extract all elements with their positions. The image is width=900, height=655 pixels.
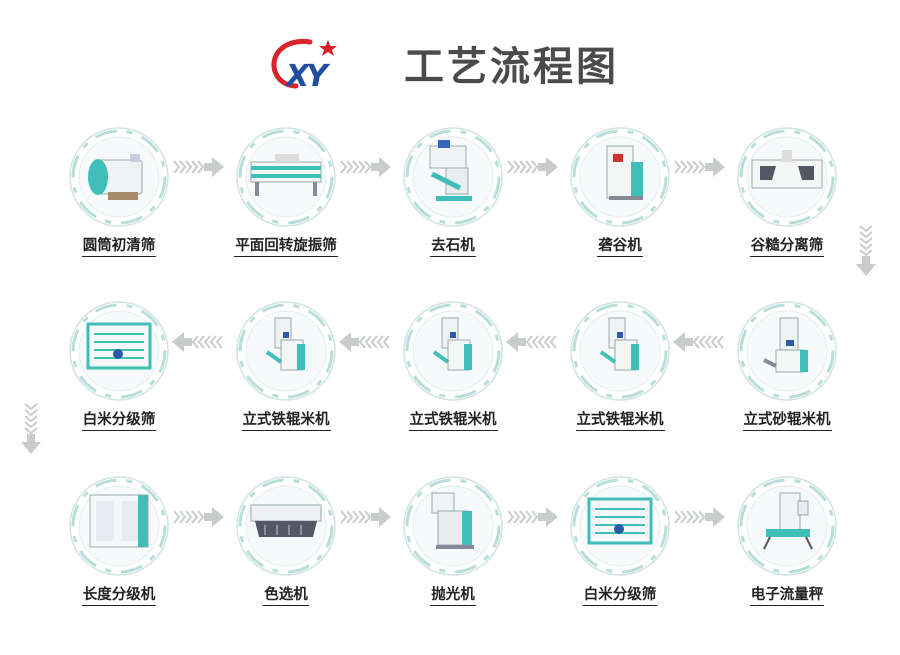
arrow-left-icon — [339, 332, 390, 352]
step-label: 砻谷机 — [597, 238, 643, 257]
step-husker: 砻谷机 — [555, 126, 685, 266]
husker-icon — [570, 127, 670, 227]
vertical-iron-roller-whitener-icon — [236, 301, 336, 401]
step-label: 立式铁辊米机 — [575, 412, 665, 431]
arrow-left-icon — [506, 332, 557, 352]
step-destoner: 去石机 — [388, 126, 518, 266]
step-electronic-flow-scale: 电子流量秤 — [722, 475, 852, 615]
drum-pre-cleaner-icon — [69, 127, 169, 227]
step-label: 立式砂辊米机 — [742, 412, 832, 431]
step-drum-pre-cleaner: 圆筒初清筛 — [54, 126, 184, 266]
step-iron-roller-whitener-2: 立式铁辊米机 — [388, 300, 518, 440]
arrow-right-icon — [340, 507, 391, 527]
step-iron-roller-whitener-3: 立式铁辊米机 — [221, 300, 351, 440]
page-title: 工艺流程图 — [404, 44, 619, 90]
step-label: 长度分级机 — [81, 587, 157, 606]
paddy-separator-icon — [737, 127, 837, 227]
rice-grader-icon — [69, 301, 169, 401]
step-label: 去石机 — [430, 238, 476, 257]
step-emery-roller-whitener: 立式砂辊米机 — [722, 300, 852, 440]
arrow-right-icon — [674, 157, 725, 177]
step-rice-grader-1: 白米分级筛 — [54, 300, 184, 440]
step-label: 色选机 — [263, 587, 309, 606]
arrow-down-icon — [856, 225, 876, 276]
step-iron-roller-whitener-1: 立式铁辊米机 — [555, 300, 685, 440]
step-rice-grader-2: 白米分级筛 — [555, 475, 685, 615]
arrow-right-icon — [340, 157, 391, 177]
step-color-sorter: 色选机 — [221, 475, 351, 615]
step-label: 白米分级筛 — [582, 587, 658, 606]
arrow-left-icon — [172, 332, 223, 352]
destoner-icon — [403, 127, 503, 227]
arrow-right-icon — [674, 507, 725, 527]
arrow-right-icon — [507, 507, 558, 527]
step-polisher: 抛光机 — [388, 475, 518, 615]
arrow-right-icon — [173, 507, 224, 527]
arrow-right-icon — [507, 157, 558, 177]
step-length-grader: 长度分级机 — [54, 475, 184, 615]
vertical-emery-roller-whitener-icon — [737, 301, 837, 401]
polisher-icon — [403, 476, 503, 576]
step-label: 立式铁辊米机 — [408, 412, 498, 431]
length-grader-icon — [69, 476, 169, 576]
vertical-iron-roller-whitener-icon — [570, 301, 670, 401]
electronic-flow-scale-icon — [737, 476, 837, 576]
rotary-vibrating-sieve-icon — [236, 127, 336, 227]
svg-text:XY: XY — [284, 59, 331, 92]
step-label: 电子流量秤 — [749, 587, 825, 606]
step-label: 抛光机 — [430, 587, 476, 606]
rice-grader-icon — [570, 476, 670, 576]
step-label: 圆筒初清筛 — [81, 238, 157, 257]
step-label: 白米分级筛 — [81, 412, 157, 431]
step-paddy-separator: 谷糙分离筛 — [722, 126, 852, 266]
step-rotary-vibrating-sieve: 平面回转旋振筛 — [221, 126, 351, 266]
arrow-left-icon — [673, 332, 724, 352]
arrow-right-icon — [173, 157, 224, 177]
color-sorter-icon — [236, 476, 336, 576]
step-label: 平面回转旋振筛 — [234, 238, 338, 257]
step-label: 立式铁辊米机 — [241, 412, 331, 431]
arrow-down-icon — [21, 403, 41, 454]
vertical-iron-roller-whitener-icon — [403, 301, 503, 401]
company-logo: XY — [271, 38, 337, 92]
step-label: 谷糙分离筛 — [749, 238, 825, 257]
